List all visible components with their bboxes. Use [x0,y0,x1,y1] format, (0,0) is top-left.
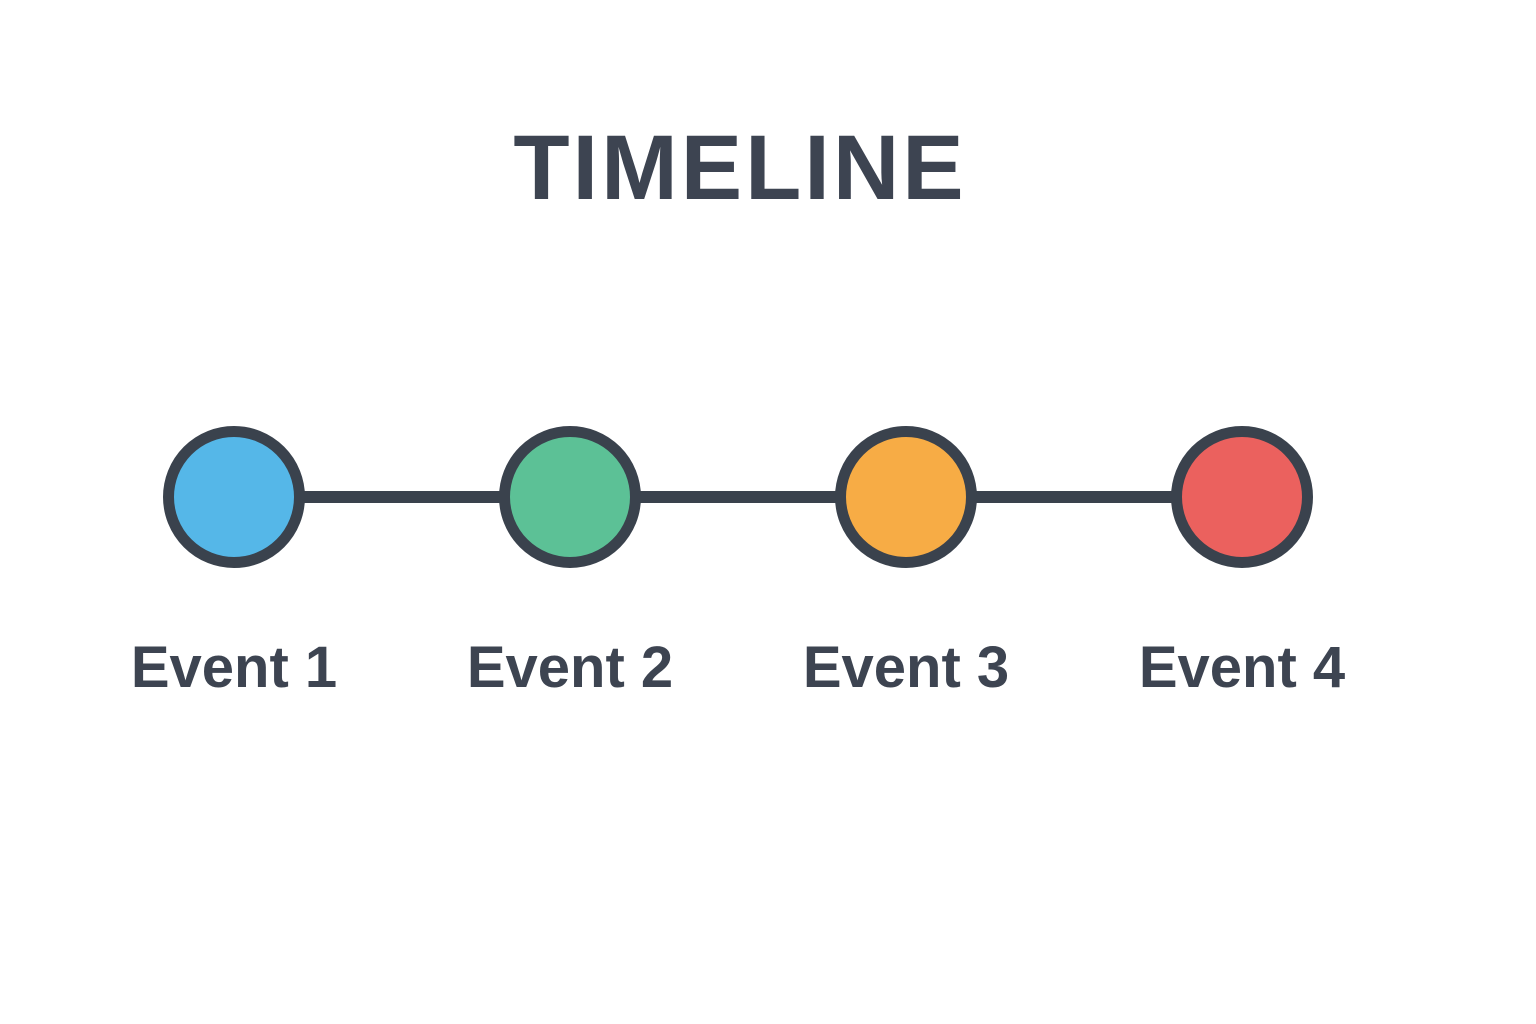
event-1-label: Event 1 [130,635,338,700]
event-3-marker-circle [835,426,977,568]
timeline-event-4: Event 4 [1112,426,1372,746]
timeline-event-1: Event 1 [104,426,364,746]
event-1-marker-circle [163,426,305,568]
event-4-label: Event 4 [1138,635,1346,700]
event-2-marker-circle [499,426,641,568]
event-4-marker-circle [1171,426,1313,568]
timeline-event-3: Event 3 [776,426,1036,746]
timeline-title: TIMELINE [513,117,967,219]
timeline-connector-line [234,491,1242,503]
timeline-event-2: Event 2 [440,426,700,746]
event-2-label: Event 2 [466,635,674,700]
event-3-label: Event 3 [802,635,1010,700]
